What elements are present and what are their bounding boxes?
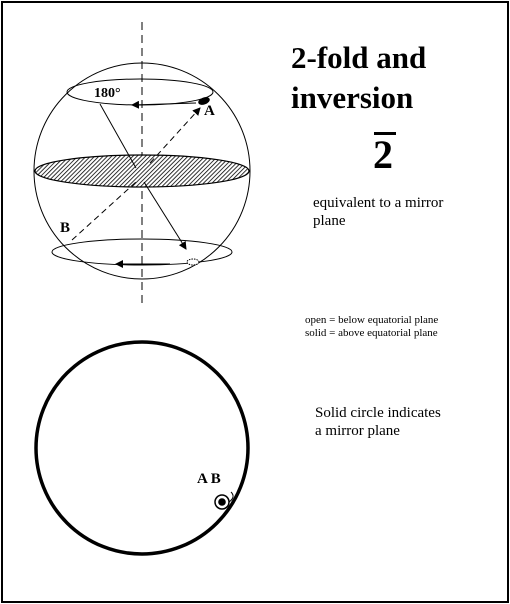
symbol-overbar xyxy=(374,132,396,135)
marker-legend: open = below equatorial plane solid = ab… xyxy=(305,314,438,340)
point-b-marker xyxy=(186,258,200,266)
upper-rotation-circle xyxy=(66,78,214,106)
projected-point-tail xyxy=(228,491,234,503)
symmetry-symbol: 2 xyxy=(373,132,393,177)
projection-note-line-2: a mirror plane xyxy=(315,423,400,439)
lower-rotation-circle xyxy=(51,238,233,266)
projection-circle xyxy=(34,340,250,556)
point-b-label: B xyxy=(60,220,71,236)
point-a-label: A xyxy=(204,103,215,119)
legend-open: open = below equatorial plane xyxy=(305,314,439,326)
title-line-1: 2-fold and xyxy=(291,40,427,75)
page-title: 2-fold and inversion xyxy=(291,38,426,118)
rotation-arrow-top xyxy=(131,100,197,109)
inversion-path xyxy=(143,181,187,250)
projection-note-line-1: Solid circle indicates xyxy=(315,405,441,421)
title-line-2: inversion xyxy=(291,80,414,115)
dashed-projection-line-upper xyxy=(149,107,201,164)
legend-solid: solid = above equatorial plane xyxy=(305,327,438,339)
equivalence-line-2: plane xyxy=(313,213,346,229)
dashed-projection-line xyxy=(71,181,137,241)
rotation-path xyxy=(99,103,137,169)
rotation-angle-label: 180° xyxy=(94,86,121,101)
projection-note: Solid circle indicates a mirror plane xyxy=(315,404,441,440)
equivalence-description: equivalent to a mirror plane xyxy=(313,194,443,230)
equivalence-line-1: equivalent to a mirror xyxy=(313,195,444,211)
projected-point-a xyxy=(218,498,226,506)
projected-points-label: A B xyxy=(197,471,221,487)
equatorial-plane xyxy=(34,154,250,188)
point-a-marker xyxy=(198,97,210,105)
